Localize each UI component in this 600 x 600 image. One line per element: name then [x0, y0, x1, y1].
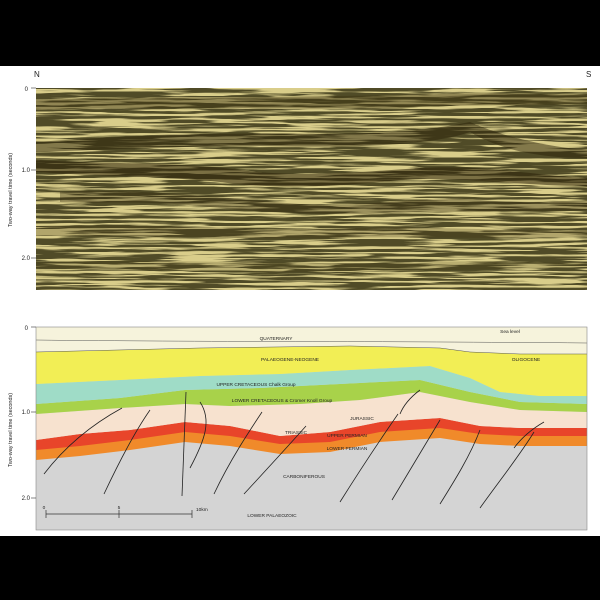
seismic-time-axis: 0 1.0 2.0 Two-way travel time (seconds) — [8, 87, 36, 262]
seismic-tick-2: 2.0 — [22, 256, 31, 262]
label-jurassic: JURASSIC — [350, 416, 374, 422]
label-carboniferous: CARBONIFEROUS — [283, 474, 325, 480]
label-quaternary: QUATERNARY — [260, 336, 294, 342]
seismic-tick-1: 1.0 — [22, 168, 31, 174]
seismic-panel: N S 0 1.0 2.0 Two-way travel time (secon… — [8, 70, 591, 290]
section-time-axis: 0 1.0 2.0 Two-way travel time (seconds) — [8, 326, 36, 502]
unit-lower-cretaceous — [36, 380, 587, 414]
label-palaeogene: PALAEOGENE-NEOGENE — [261, 357, 319, 363]
unit-quaternary — [36, 327, 587, 354]
unit-palaeogene-neogene — [36, 346, 587, 396]
north-label: N — [34, 70, 40, 79]
scale-label-5: 5 — [118, 505, 121, 511]
section-tick-0: 0 — [25, 326, 29, 332]
label-lower-cretaceous: LOWER CRETACEOUS & Cromer Knoll Group — [232, 398, 333, 404]
geological-section: QUATERNARY Sea level PALAEOGENE-NEOGENE … — [8, 326, 588, 531]
label-oligocene: OLIGOCENE — [512, 357, 541, 363]
label-upper-cretaceous: UPPER CRETACEOUS Chalk Group — [216, 382, 295, 388]
section-tick-1: 1.0 — [22, 410, 31, 416]
seismic-axis-label: Two-way travel time (seconds) — [8, 153, 14, 227]
section-axis-label: Two-way travel time (seconds) — [8, 393, 14, 467]
unit-upper-permian — [36, 418, 587, 450]
scale-label-10: 10km — [196, 507, 208, 513]
label-upper-permian: UPPER PERMIAN — [327, 433, 367, 439]
seismic-tick-0: 0 — [25, 87, 29, 93]
unit-jurassic-triassic — [36, 392, 587, 440]
label-sea-level: Sea level — [500, 329, 520, 335]
label-lower-permian: LOWER PERMIAN — [327, 446, 368, 452]
scale-label-0: 0 — [43, 505, 46, 511]
seismic-image — [36, 88, 587, 290]
unit-upper-cretaceous — [36, 366, 587, 404]
south-label: S — [586, 70, 591, 79]
label-lower-palaeozoic: LOWER PALAEOZOIC — [247, 513, 297, 519]
scale-bar: 0 5 10km — [43, 505, 208, 518]
section-tick-2: 2.0 — [22, 496, 31, 502]
faults — [43, 389, 545, 509]
label-triassic: TRIASSIC — [285, 430, 308, 436]
